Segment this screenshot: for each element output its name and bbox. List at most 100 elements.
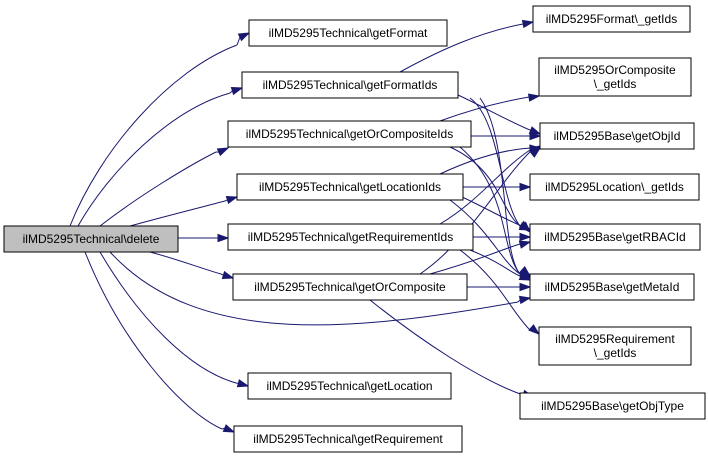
arrowhead (237, 32, 251, 42)
node-box (233, 425, 463, 453)
node-label: ilMD5295OrComposite (554, 63, 676, 77)
node-reqGetIds[interactable]: ilMD5295Requirement\_getIds (538, 326, 692, 366)
node-box (529, 173, 700, 201)
edge-root-to-getRequirementIds (178, 233, 230, 243)
edge-root-to-getLocation (99, 251, 250, 388)
node-box (529, 273, 695, 301)
arrowhead (217, 233, 230, 243)
edge-line (419, 149, 533, 275)
edge-connector (224, 199, 228, 202)
node-box (3, 225, 179, 253)
node-getOrComposite[interactable]: ilMD5295Technical\getOrComposite (232, 273, 468, 301)
edge-line (429, 243, 521, 275)
node-label: ilMD5295Format\_getIds (546, 12, 677, 26)
edge-root-to-getLocationIds (129, 195, 239, 227)
node-box (519, 392, 706, 420)
node-box (227, 223, 474, 251)
node-label: ilMD5295Requirement (555, 332, 675, 346)
node-getFormat[interactable]: ilMD5295Technical\getFormat (248, 19, 448, 47)
node-baseGetMetaId[interactable]: ilMD5295Base\getMetaId (529, 273, 695, 301)
edge-line (129, 200, 226, 227)
edge-getLocationIds-to-locGetIds (463, 182, 532, 192)
node-getLocation[interactable]: ilMD5295Technical\getLocation (247, 372, 452, 400)
node-label: ilMD5295Base\getObjType (541, 399, 684, 413)
edge-getOrComposite-to-baseGetMetaId (467, 282, 532, 292)
edge-line (439, 147, 531, 175)
edge-getOrComposite-to-baseGetRBACId (429, 240, 532, 275)
node-box (539, 122, 695, 150)
node-box (247, 372, 452, 400)
edge-line (457, 94, 531, 131)
arrowhead (519, 282, 532, 292)
edge-line (469, 97, 521, 227)
node-label: ilMD5295Base\getRBACId (544, 230, 685, 244)
node-getRequirement[interactable]: ilMD5295Technical\getRequirement (233, 425, 463, 453)
node-label: ilMD5295Technical\getOrCompositeIds (246, 127, 453, 141)
edge-getRequirementIds-to-baseGetMetaId (469, 249, 532, 281)
edge-line (99, 151, 217, 227)
node-box (538, 57, 692, 97)
node-label: \_getIds (594, 77, 637, 91)
node-box (232, 273, 468, 301)
edge-getFormatIds-to-formatGetIds (399, 19, 535, 73)
edge-line (459, 249, 531, 331)
node-label: ilMD5295Technical\delete (23, 232, 160, 246)
node-label: ilMD5295Technical\getRequirementIds (248, 230, 453, 244)
edge-connector (519, 272, 522, 275)
node-label: ilMD5295Technical\getFormat (269, 26, 428, 40)
edge-line (84, 251, 223, 430)
node-box (236, 173, 464, 201)
edge-getRequirementIds-to-reqGetIds (459, 249, 541, 335)
edge-line (479, 97, 521, 275)
node-label: ilMD5295Technical\getLocationIds (259, 180, 441, 194)
arrowhead (521, 19, 535, 29)
node-box (241, 71, 459, 99)
node-label: ilMD5295Base\getObjId (554, 129, 681, 143)
arrowhead (527, 93, 541, 102)
edge-getOrCompositeIds-to-baseGetObjId (471, 131, 542, 141)
edge-line (399, 23, 524, 73)
arrowhead (222, 424, 236, 433)
node-orCompGetIds[interactable]: ilMD5295OrComposite\_getIds (538, 57, 692, 97)
node-label: ilMD5295Location\_getIds (545, 180, 684, 194)
arrowhead (221, 270, 235, 279)
node-box (532, 5, 691, 33)
node-formatGetIds[interactable]: ilMD5295Format\_getIds (532, 5, 691, 33)
edge-root-to-baseGetMetaId (109, 251, 532, 326)
edge-line (99, 251, 237, 384)
node-box (529, 223, 701, 251)
node-getOrCompositeIds[interactable]: ilMD5295Technical\getOrCompositeIds (227, 120, 472, 148)
node-getFormatIds[interactable]: ilMD5295Technical\getFormatIds (241, 71, 459, 99)
edge-connector (529, 327, 532, 331)
node-root[interactable]: ilMD5295Technical\delete (3, 225, 179, 253)
edge-connector (229, 90, 233, 94)
node-getLocationIds[interactable]: ilMD5295Technical\getLocationIds (236, 173, 464, 201)
node-label: ilMD5295Technical\getOrComposite (254, 280, 446, 294)
edge-connector (236, 37, 241, 46)
node-baseGetObjType[interactable]: ilMD5295Base\getObjType (519, 392, 706, 420)
arrowhead (518, 240, 532, 249)
edge-getOrComposite-to-baseGetObjId (419, 147, 542, 275)
node-getRequirementIds[interactable]: ilMD5295Technical\getRequirementIds (227, 223, 474, 251)
edge-root-to-getFormat (69, 32, 251, 227)
edge-line (109, 251, 519, 326)
edge-root-to-getFormatIds (77, 87, 244, 227)
node-box (538, 326, 692, 366)
arrowhead (216, 147, 230, 157)
node-label: ilMD5295Technical\getFormatIds (263, 78, 438, 92)
arrowhead (519, 232, 532, 242)
node-locGetIds[interactable]: ilMD5295Location\_getIds (529, 173, 700, 201)
edge-line (77, 92, 231, 227)
edge-line (469, 249, 521, 277)
node-label: ilMD5295Technical\getLocation (266, 379, 432, 393)
arrowhead (519, 182, 532, 192)
node-baseGetObjId[interactable]: ilMD5295Base\getObjId (539, 122, 695, 150)
edge-line (69, 44, 238, 227)
node-box (248, 19, 448, 47)
node-baseGetRBACId[interactable]: ilMD5295Base\getRBACId (529, 223, 701, 251)
edge-line (459, 146, 521, 275)
edge-line (459, 195, 523, 227)
edge-getOrCompositeIds-to-orCompGetIds (439, 93, 541, 122)
edge-line (439, 96, 530, 122)
